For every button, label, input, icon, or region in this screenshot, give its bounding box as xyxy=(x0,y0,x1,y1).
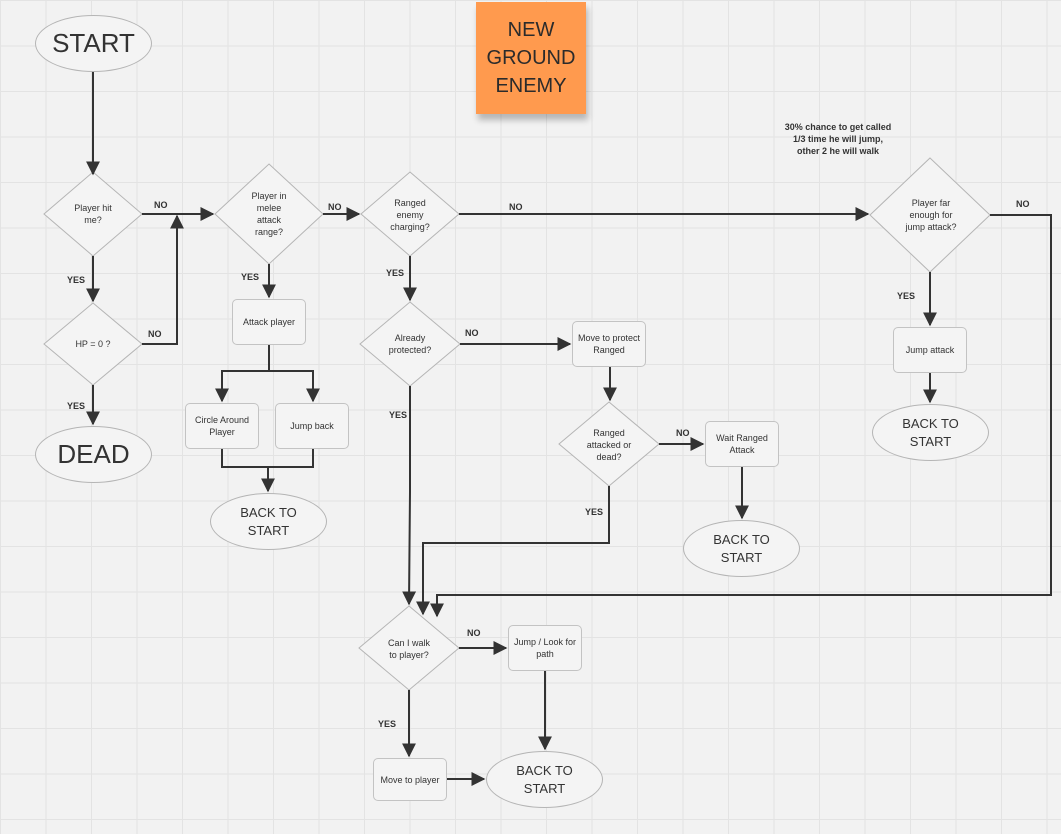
player-far-text: Player far enough for jump attack? xyxy=(905,198,957,232)
can-walk-text: Can I walk to player? xyxy=(387,638,431,660)
label-no-ranged: NO xyxy=(509,202,523,212)
back-to-start-3[interactable]: BACK TO START xyxy=(872,404,989,461)
edge-attack-split xyxy=(221,345,313,401)
title-sticky-note[interactable]: NEW GROUND ENEMY xyxy=(476,2,586,114)
circle-around-box[interactable]: Circle Around Player xyxy=(185,403,259,449)
move-protect-box[interactable]: Move to protect Ranged xyxy=(572,321,646,367)
label-no-far: NO xyxy=(1016,199,1030,209)
label-no-walk: NO xyxy=(467,628,481,638)
label-yes-walk: YES xyxy=(378,719,397,729)
label-yes-far: YES xyxy=(897,291,916,301)
attack-player-box[interactable]: Attack player xyxy=(232,299,306,345)
jump-look-box[interactable]: Jump / Look for path xyxy=(508,625,582,671)
label-no-hit: NO xyxy=(154,200,168,210)
edge-merge-to-back1 xyxy=(221,448,314,491)
edge-ranged-attacked-yes-to-walk xyxy=(416,486,610,616)
dead-terminal[interactable]: DEAD xyxy=(35,426,152,483)
start-terminal[interactable]: START xyxy=(35,15,152,72)
jump-back-box[interactable]: Jump back xyxy=(275,403,349,449)
move-to-player-box[interactable]: Move to player xyxy=(373,758,447,801)
label-yes-protected: YES xyxy=(389,410,408,420)
label-yes-ranged-attacked: YES xyxy=(585,507,604,517)
label-no-hp: NO xyxy=(148,329,162,339)
already-protected-text: Already protected? xyxy=(388,333,432,355)
label-yes-hp: YES xyxy=(67,401,86,411)
jump-attack-box[interactable]: Jump attack xyxy=(893,327,967,373)
edge-hp-no-loop xyxy=(142,214,184,345)
label-yes-hit: YES xyxy=(67,275,86,285)
ranged-charging-text: Ranged enemy charging? xyxy=(390,198,430,232)
back-to-start-1[interactable]: BACK TO START xyxy=(210,493,327,550)
label-yes-ranged: YES xyxy=(386,268,405,278)
chance-comment: 30% chance to get called 1/3 time he wil… xyxy=(784,122,892,156)
wait-ranged-box[interactable]: Wait Ranged Attack xyxy=(705,421,779,467)
label-no-protected: NO xyxy=(465,328,479,338)
player-hit-text: Player hit me? xyxy=(74,203,112,225)
back-to-start-4[interactable]: BACK TO START xyxy=(486,751,603,808)
ranged-attacked-text: Ranged attacked or dead? xyxy=(586,428,632,462)
hp-zero-text: HP = 0 ? xyxy=(75,339,111,349)
label-no-melee: NO xyxy=(328,202,342,212)
label-yes-melee: YES xyxy=(241,272,260,282)
edge-protected-yes-to-walk xyxy=(402,386,417,606)
back-to-start-2[interactable]: BACK TO START xyxy=(683,520,800,577)
edge-far-no-to-walk xyxy=(430,214,1052,618)
label-no-ranged-attacked: NO xyxy=(676,428,690,438)
melee-range-text: Player in melee attack range? xyxy=(251,191,287,237)
